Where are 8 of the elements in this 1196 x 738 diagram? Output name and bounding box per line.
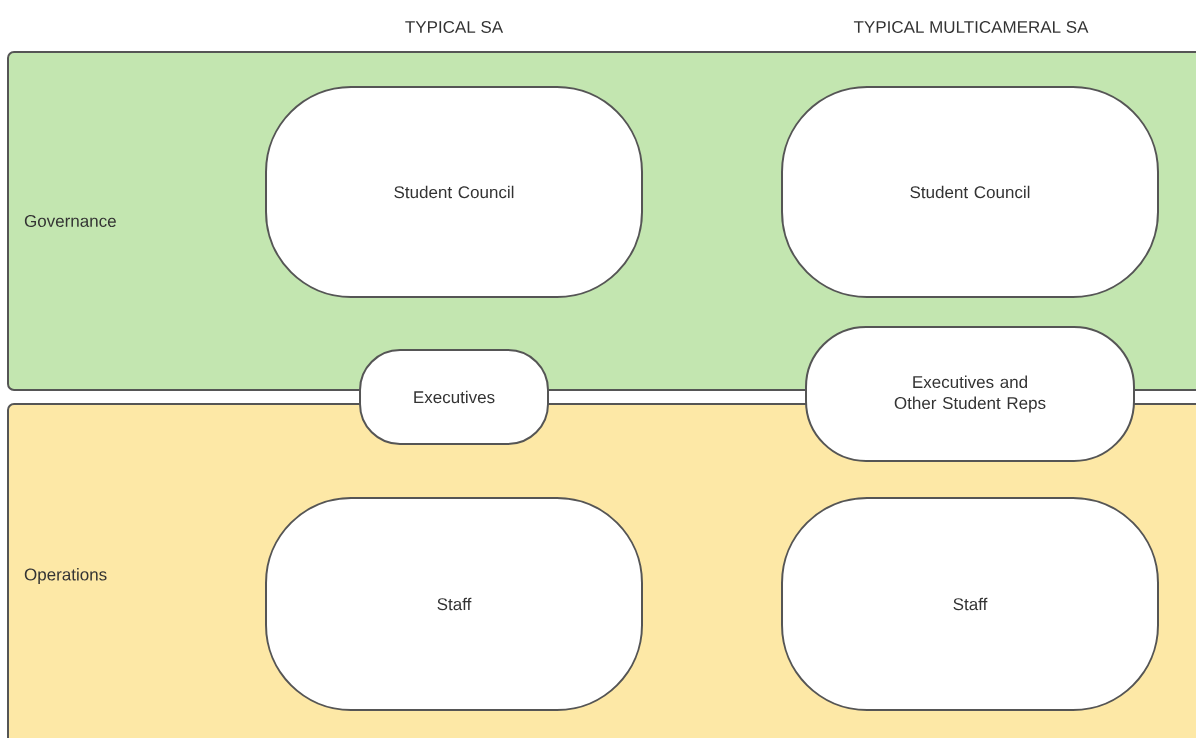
column-heading: TYPICAL SA	[405, 20, 504, 33]
rounded-box: Executives and Other Student Reps	[805, 326, 1135, 462]
rounded-box: Executives	[359, 349, 549, 445]
column-heading: TYPICAL MULTICAMERAL SA	[853, 20, 1089, 33]
rounded-box: Student Council	[265, 86, 643, 298]
rounded-box: Staff	[265, 497, 643, 711]
rounded-box: Staff	[781, 497, 1159, 711]
rounded-box: Student Council	[781, 86, 1159, 298]
